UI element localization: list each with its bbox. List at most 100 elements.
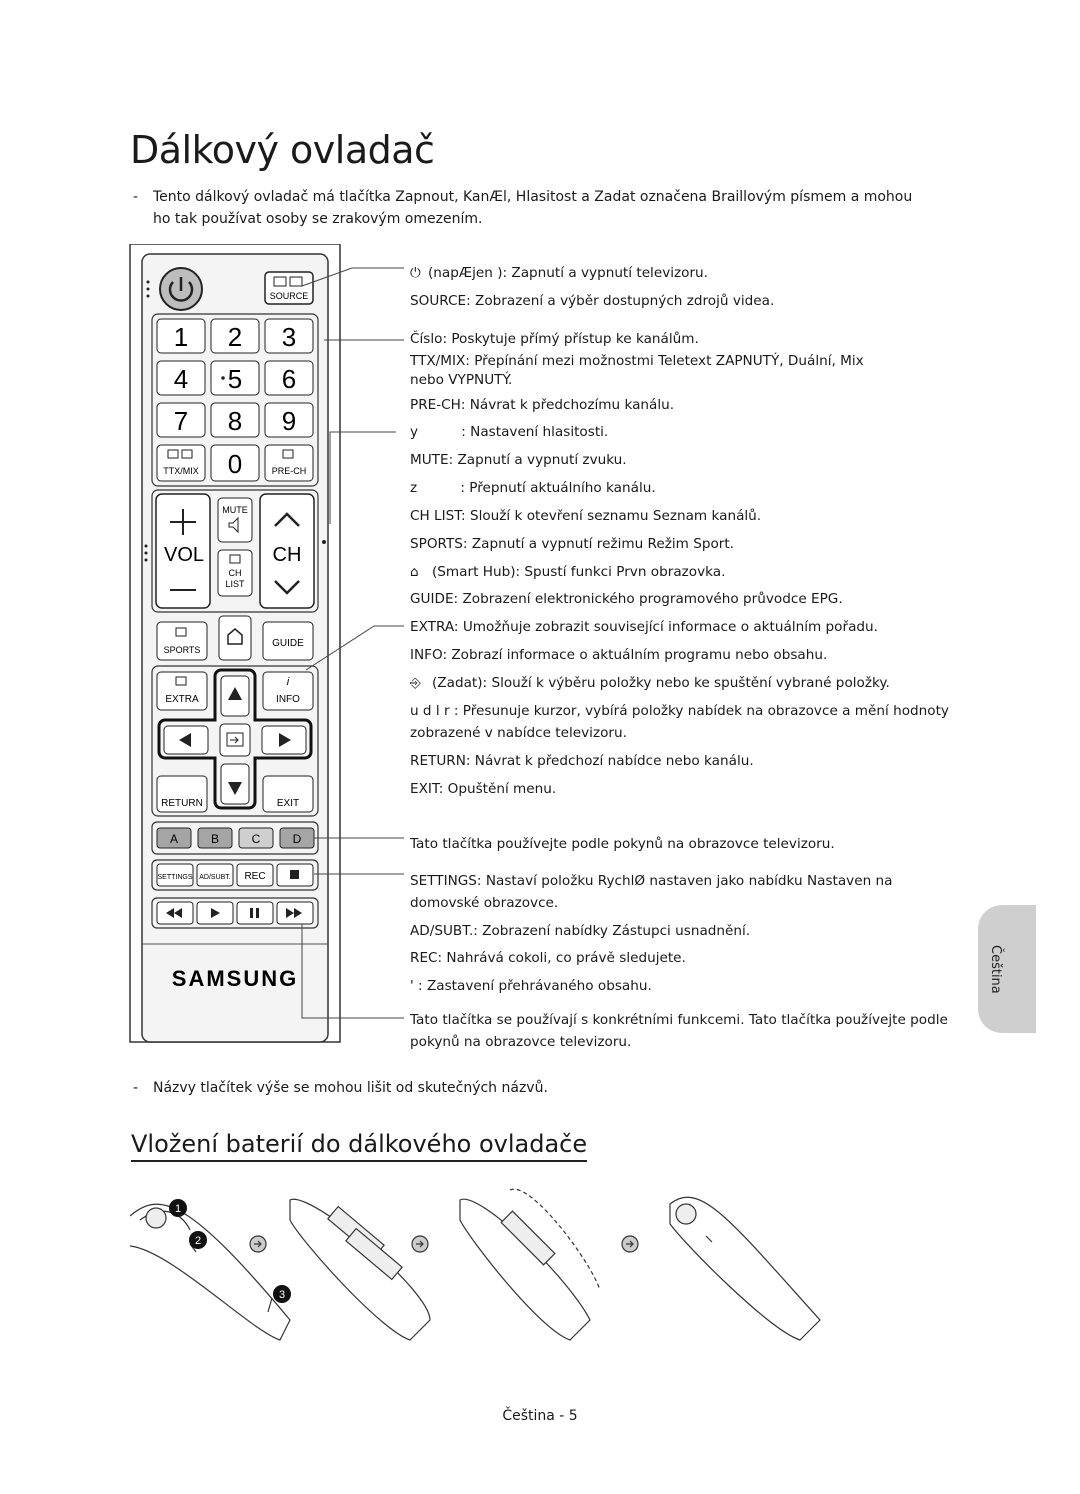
svg-text:D: D (293, 832, 302, 846)
svg-text:REC: REC (244, 871, 265, 882)
digit-2-button[interactable]: 2 (210, 318, 260, 354)
svg-text:LIST: LIST (225, 579, 245, 589)
svg-text:SPORTS: SPORTS (164, 645, 201, 655)
digit-9-button[interactable]: 9 (264, 402, 314, 438)
home-icon: ⌂ (410, 564, 419, 580)
power-button[interactable] (159, 267, 203, 311)
svg-text:EXIT: EXIT (277, 798, 299, 809)
digit-0-button[interactable]: 0 (210, 444, 260, 482)
samsung-logo: SAMSUNG (172, 966, 298, 991)
digit-5-button[interactable]: 5 (210, 360, 260, 396)
desc-sports: SPORTS: Zapnutí a vypnutí režimu Režim S… (410, 536, 735, 552)
smart-hub-button[interactable] (218, 615, 252, 661)
battery-insertion-illustration: 1 2 3 (130, 1188, 821, 1341)
digit-3-button[interactable]: 3 (264, 318, 314, 354)
intro-note: - Tento dálkový ovladač má tlačítka Zapn… (133, 186, 933, 230)
desc-playback: Tato tlačítka se používají s konkrétními… (410, 1012, 948, 1050)
svg-text:AD/SUBT.: AD/SUBT. (199, 874, 231, 881)
source-label: SOURCE (270, 291, 309, 301)
desc-smart-hub: ⌂(Smart Hub): Spustí funkci Prvn obrazov… (410, 561, 970, 583)
exit-button[interactable]: EXIT (262, 775, 314, 813)
ch-list-button[interactable]: CH LIST (217, 549, 253, 597)
rec-button[interactable]: REC (236, 863, 274, 887)
battery-step-4-drawing (669, 1196, 821, 1341)
guide-button[interactable]: GUIDE (262, 621, 314, 661)
footnote-dash: - (133, 1080, 139, 1096)
svg-text:1: 1 (174, 322, 188, 352)
battery-step-3-drawing (459, 1188, 601, 1341)
svg-text:PRE-CH: PRE-CH (272, 466, 307, 476)
source-button[interactable]: SOURCE (264, 271, 314, 305)
language-side-tab: Čeština (978, 905, 1036, 1033)
svg-text:MUTE: MUTE (222, 505, 248, 515)
volume-rocker[interactable]: VOL (155, 493, 211, 609)
fast-forward-button[interactable] (276, 901, 314, 925)
settings-button[interactable]: SETTINGS (156, 863, 194, 887)
color-button-a[interactable]: A (156, 827, 192, 849)
battery-step-1-drawing (130, 1203, 291, 1341)
desc-rec: REC: Nahrává cokoli, co právě sledujete. (410, 950, 686, 966)
channel-rocker[interactable]: CH (259, 493, 315, 609)
pause-button[interactable] (236, 901, 274, 925)
desc-exit: EXIT: Opuštění menu. (410, 781, 557, 797)
mute-button[interactable]: MUTE (217, 497, 253, 543)
svg-text:3: 3 (279, 1289, 285, 1301)
return-button[interactable]: RETURN (156, 775, 208, 813)
desc-volume: y : Nastavení hlasitosti. (410, 424, 609, 440)
digit-6-button[interactable]: 6 (264, 360, 314, 396)
digit-4-button[interactable]: 4 (156, 360, 206, 396)
intro-text: Tento dálkový ovladač má tlačítka Zapnou… (153, 189, 913, 227)
svg-text:3: 3 (282, 322, 296, 352)
desc-channel: z : Přepnutí aktuálního kanálu. (410, 480, 656, 496)
desc-chlist: CH LIST: Slouží k otevření seznamu Sezna… (410, 508, 762, 524)
desc-settings: SETTINGS: Nastaví položku RychlØ nastave… (410, 873, 893, 911)
down-arrow-button[interactable] (220, 763, 250, 805)
up-arrow-button[interactable] (220, 675, 250, 717)
color-button-d[interactable]: D (279, 827, 315, 849)
left-arrow-button[interactable] (163, 725, 209, 755)
extra-button[interactable]: EXTRA (156, 671, 208, 711)
rewind-button[interactable] (156, 901, 194, 925)
svg-text:2: 2 (228, 322, 242, 352)
svg-text:CH: CH (273, 544, 302, 566)
desc-mute: MUTE: Zapnutí a vypnutí zvuku. (410, 452, 627, 468)
enter-icon: ⎆ (410, 675, 421, 691)
step-2-badge: 2 (189, 1231, 207, 1249)
footnote: - Názvy tlačítek výše se mohou lišit od … (133, 1077, 933, 1099)
power-icon: ⏻ (410, 265, 421, 281)
right-arrow-button[interactable] (261, 725, 307, 755)
callout-lines (301, 267, 404, 1019)
desc-adsubt: AD/SUBT.: Zobrazení nabídky Zástupci usn… (410, 923, 751, 939)
svg-text:VOL: VOL (164, 544, 204, 566)
enter-button[interactable] (219, 723, 251, 757)
svg-text:A: A (170, 832, 178, 846)
page-footer: Čeština - 5 (502, 1408, 578, 1424)
battery-section-title: Vložení baterií do dálkového ovladače (131, 1130, 588, 1162)
pre-ch-button[interactable]: PRE-CH (264, 444, 314, 482)
sports-button[interactable]: SPORTS (156, 621, 208, 661)
play-button[interactable] (196, 901, 234, 925)
color-button-c[interactable]: C (238, 827, 274, 849)
svg-text:0: 0 (228, 449, 242, 479)
desc-prech: PRE-CH: Návrat k předchozímu kanálu. (410, 397, 675, 413)
color-button-b[interactable]: B (197, 827, 233, 849)
desc-number: Číslo: Poskytuje přímý přístup ke kanálů… (410, 331, 699, 347)
digit-8-button[interactable]: 8 (210, 402, 260, 438)
svg-text:7: 7 (174, 406, 188, 436)
svg-text:GUIDE: GUIDE (272, 638, 304, 649)
digit-7-button[interactable]: 7 (156, 402, 206, 438)
svg-text:B: B (211, 832, 219, 846)
desc-arrows: u d l r : Přesunuje kurzor, vybírá polož… (410, 703, 949, 741)
desc-source: SOURCE: Zobrazení a výběr dostupných zdr… (410, 293, 775, 309)
svg-text:8: 8 (228, 406, 242, 436)
stop-button[interactable] (276, 863, 314, 887)
svg-text:CH: CH (229, 568, 242, 578)
ttx-mix-button[interactable]: TTX/MIX (156, 444, 206, 482)
svg-text:9: 9 (282, 406, 296, 436)
desc-stop: ' : Zastavení přehrávaného obsahu. (410, 978, 652, 994)
digit-1-button[interactable]: 1 (156, 318, 206, 354)
desc-ttx: TTX/MIX: Přepínání mezi možnostmi Telete… (410, 353, 864, 388)
ad-subt-button[interactable]: AD/SUBT. (196, 863, 234, 887)
svg-text:4: 4 (174, 364, 188, 394)
